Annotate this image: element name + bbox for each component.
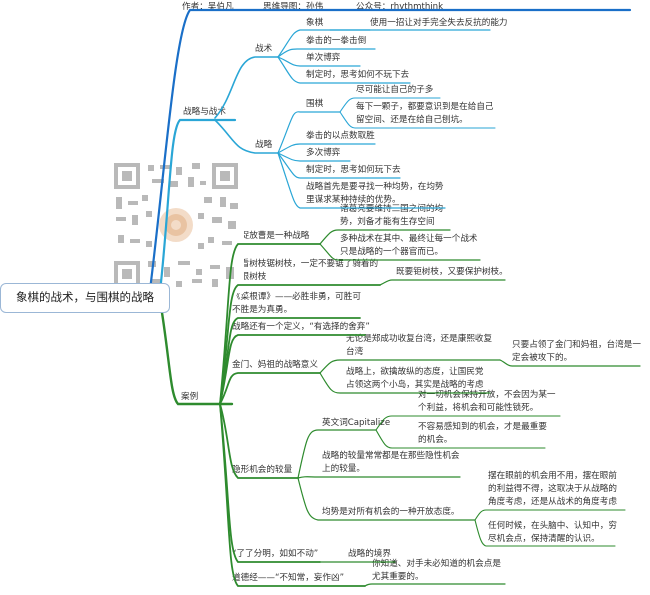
case-title[interactable]: 隐形机会的较量 — [232, 465, 293, 475]
case-point[interactable]: 无论是郑成功收复台湾，还是康熙收复台湾 — [346, 334, 493, 357]
mindmap-credit: 思维导图：孙伟 — [263, 2, 324, 12]
branch-cases-label[interactable]: 案例 — [181, 392, 199, 402]
branch-strategy-tactics — [158, 118, 237, 294]
chess-label[interactable]: 象棋 — [306, 18, 324, 28]
case-detail[interactable]: 战略的境界 — [348, 549, 391, 559]
case-point[interactable]: 多种战术在其中、最终让每一个战术只是战略的一个器官而已。 — [340, 234, 478, 257]
branch-header — [148, 8, 632, 292]
capitalize-point[interactable]: 不容易感知到的机会，才是最重要的机会。 — [418, 422, 547, 445]
openness-point[interactable]: 摆在眼前的机会用不用，摆在眼前的利益得不得，这取决于从战略的角度考虑，还是从战术… — [488, 471, 617, 507]
tactics-label[interactable]: 战术 — [255, 44, 273, 54]
go-label[interactable]: 围棋 — [306, 99, 324, 109]
case-title[interactable]: 战略还有一个定义，“有选择的舍弃” — [232, 322, 370, 332]
tactics-item[interactable]: 制定时，思考如何不玩下去 — [306, 70, 410, 80]
strategy-item[interactable]: 战略首先是要寻找一种均势，在均势里谋求某种持续的优势。 — [306, 182, 444, 205]
case-title[interactable]: 说捉放曹是一种战略 — [232, 231, 310, 241]
case-title[interactable]: 金门、妈祖的战略意义 — [232, 360, 318, 370]
strategy-item[interactable]: 制定时，思考如何玩下去 — [306, 165, 401, 175]
case-title[interactable]: 《菜根谭》——必胜非勇，可胜可不胜是为真勇。 — [232, 292, 361, 315]
chess-description[interactable]: 使用一招让对手完全失去反抗的能力 — [370, 18, 508, 28]
strategy-label[interactable]: 战略 — [255, 140, 273, 150]
branch-strategy-tactics-label[interactable]: 战略与战术 — [183, 107, 226, 117]
tactics-item[interactable]: 拳击的一拳击倒 — [306, 36, 367, 46]
case-note[interactable]: 只要占领了金门和妈祖，台湾是一定会被攻下的。 — [512, 340, 641, 363]
go-point[interactable]: 每下一颗子，都要意识到是在给自己留空间、还是在给自己刨坑。 — [356, 102, 494, 125]
openness-label[interactable]: 均势是对所有机会的一种开放态度。 — [322, 507, 460, 517]
openness-point[interactable]: 任何时候，在头脑中、认知中，穷尽机会点，保持清醒的认识。 — [488, 521, 617, 544]
strategy-item[interactable]: 多次博弈 — [306, 148, 341, 158]
strategy-item[interactable]: 拳击的以点数取胜 — [306, 131, 375, 141]
qr-code-image — [108, 157, 244, 293]
capitalize-label[interactable]: 英文词Capitalize — [322, 418, 391, 428]
capitalize-point[interactable]: 对一切机会保持开放，不会因为某一个利益，将机会和可能性锁死。 — [418, 390, 556, 413]
case-point[interactable]: 诸葛亮要维持三国之间的均势，刘备才能有生存空间 — [340, 204, 444, 227]
go-point[interactable]: 尽可能让自己的子多 — [356, 85, 434, 95]
qr-code-icon — [114, 163, 238, 287]
hidden-opportunity-note[interactable]: 战略的较量常常都是在那些隐性机会上的较量。 — [322, 451, 460, 474]
root-topic[interactable]: 象棋的战术，与围棋的战略 — [0, 283, 170, 313]
case-detail[interactable]: 既要钜树枝，又要保护树枝。 — [396, 267, 508, 277]
author-label: 作者：吴伯凡 — [182, 2, 234, 12]
case-detail[interactable]: 你知道、对手未必知道的机会点是尤其重要的。 — [372, 559, 501, 582]
case-title[interactable]: 砍看树枝锯树枝，一定不要锯了骑着的那根树枝 — [232, 259, 379, 282]
account-label: 公众号：rhythmthink — [356, 2, 444, 12]
case-point[interactable]: 战略上，欲擒故纵的态度，让国民党占领这两个小岛，其实是战略的考虑 — [346, 367, 484, 390]
case-title[interactable]: 道德经——“不知常，妄作凶” — [232, 573, 345, 583]
branch-cases — [158, 298, 234, 406]
case-title[interactable]: “了了分明，如如不动” — [232, 549, 319, 559]
tactics-item[interactable]: 单次博弈 — [306, 53, 341, 63]
